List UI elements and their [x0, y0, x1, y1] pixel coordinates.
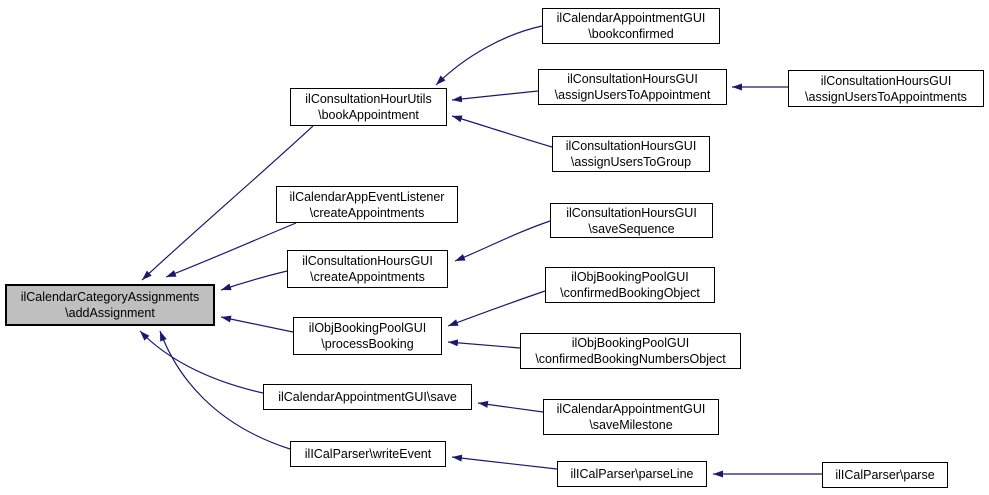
node-label-line2: \saveSequence [588, 221, 675, 236]
node-bookconfirmed[interactable]: ilCalendarAppointmentGUI \bookconfirmed [542, 8, 720, 44]
edge-confirmedbookingnumbersobject-to-processbooking [447, 339, 521, 349]
edge-parseline-to-writeevent [451, 454, 558, 470]
edge-bookconfirmed-to-bookappointment [435, 25, 543, 86]
edge-processbooking-to-addassignment [220, 315, 294, 333]
node-label-line1: ilCalendarAppEventListener [289, 189, 445, 204]
node-label-line1: ilObjBookingPoolGUI [308, 321, 427, 335]
node-confirmed-booking-numbers-object[interactable]: ilObjBookingPoolGUI \confirmedBookingNum… [520, 333, 741, 369]
node-label-line1: ilICalParser\parseLine [570, 467, 694, 481]
edge-guicreateappointments-to-addassignment [220, 270, 288, 291]
edge-bookappointment-to-addassignment [141, 125, 314, 281]
edge-savemilestone-to-save [477, 400, 544, 413]
edge-listenercreateappointments-to-addassignment [165, 222, 297, 278]
node-parse[interactable]: ilICalParser\parse [822, 462, 948, 488]
edge-writeevent-to-addassignment [159, 330, 291, 450]
node-listener-create-appointments[interactable]: ilCalendarAppEventListener \createAppoin… [276, 186, 458, 223]
node-label-line1: ilConsultationHoursGUI [565, 139, 697, 153]
node-label-line1: ilConsultationHoursGUI [566, 205, 697, 220]
node-label-line1: ilICalParser\writeEvent [304, 447, 432, 461]
node-label-line2: \bookAppointment [318, 108, 419, 122]
node-label-line2: \assignUsersToGroup [570, 155, 692, 169]
node-label-line2: \saveMilestone [589, 418, 673, 432]
node-confirmed-booking-object[interactable]: ilObjBookingPoolGUI \confirmedBookingObj… [545, 267, 715, 303]
node-label-line2: \createAppointments [310, 270, 425, 284]
node-label-line1: ilCalendarCategoryAssignments [20, 290, 200, 304]
node-label-line1: ilObjBookingPoolGUI [571, 336, 690, 350]
node-save-sequence[interactable]: ilConsultationHoursGUI \saveSequence [550, 203, 713, 238]
edge-save-to-addassignment [139, 330, 264, 394]
node-label-line1: ilICalParser\parse [835, 468, 935, 482]
edge-savesequence-to-guicreateappointments [454, 220, 551, 262]
node-label-line2: \confirmedBookingNumbersObject [535, 352, 726, 366]
node-label-line1: ilConsultationHoursGUI [567, 72, 698, 86]
edge-confirmedbookingobject-to-processbooking [447, 290, 546, 327]
node-assign-users-to-appointment[interactable]: ilConsultationHoursGUI \assignUsersToApp… [538, 69, 727, 105]
node-book-appointment[interactable]: ilConsultationHourUtils \bookAppointment [290, 88, 447, 126]
node-label-line2: \assignUsersToAppointment [554, 88, 711, 102]
node-label-line1: ilCalendarAppointmentGUI [556, 402, 706, 416]
node-label-line1: ilCalendarAppointmentGUI [556, 11, 706, 25]
node-process-booking[interactable]: ilObjBookingPoolGUI \processBooking [293, 317, 442, 355]
node-label-line2: \confirmedBookingObject [560, 286, 700, 300]
node-label-line1: ilConsultationHoursGUI [820, 73, 952, 88]
node-assign-users-to-appointments[interactable]: ilConsultationHoursGUI \assignUsersToApp… [788, 70, 984, 107]
node-save[interactable]: ilCalendarAppointmentGUI\save [263, 384, 472, 410]
node-add-assignment[interactable]: ilCalendarCategoryAssignments \addAssign… [5, 284, 215, 326]
node-label-line1: ilObjBookingPoolGUI [571, 270, 689, 284]
node-assign-users-to-group[interactable]: ilConsultationHoursGUI \assignUsersToGro… [552, 136, 710, 172]
node-label-line2: \createAppointments [309, 205, 425, 220]
edge-assignuserstoappointment-to-bookappointment [451, 90, 539, 103]
node-label-line2: \assignUsersToAppointments [805, 89, 967, 104]
node-label-line2: \addAssignment [65, 306, 155, 320]
node-label-line2: \bookconfirmed [588, 27, 674, 41]
node-parse-line[interactable]: ilICalParser\parseLine [557, 461, 707, 487]
node-save-milestone[interactable]: ilCalendarAppointmentGUI \saveMilestone [543, 399, 719, 435]
node-label-line1: ilConsultationHourUtils [305, 92, 432, 106]
node-write-event[interactable]: ilICalParser\writeEvent [290, 441, 446, 467]
node-gui-create-appointments[interactable]: ilConsultationHoursGUI \createAppointmen… [287, 250, 448, 288]
edge-assignuserstogroup-to-bookappointment [451, 115, 553, 148]
node-label-line1: ilConsultationHoursGUI [302, 254, 433, 268]
node-label-line1: ilCalendarAppointmentGUI\save [278, 390, 457, 404]
node-label-line2: \processBooking [321, 337, 414, 351]
